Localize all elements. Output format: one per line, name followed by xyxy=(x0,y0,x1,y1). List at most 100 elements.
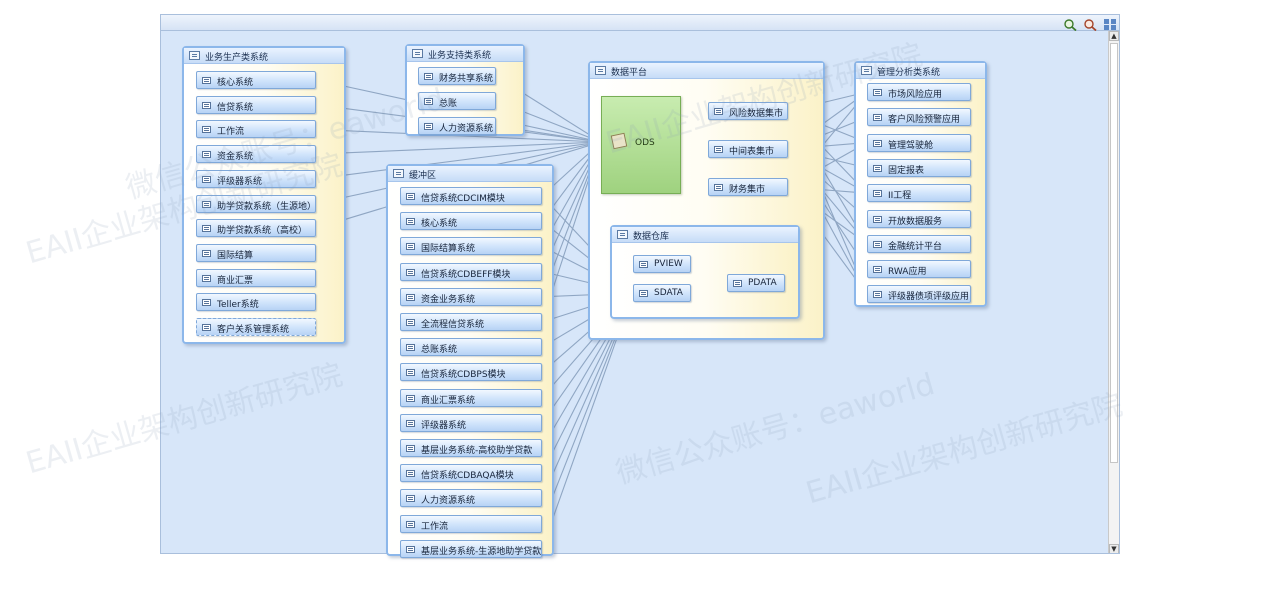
scroll-thumb[interactable] xyxy=(1110,43,1118,463)
production-system-node[interactable]: 信贷系统 xyxy=(196,95,316,114)
system-icon xyxy=(406,419,415,427)
group-folder-icon xyxy=(595,66,606,75)
node-label: 工作流 xyxy=(217,127,245,138)
system-icon xyxy=(406,293,415,301)
support-system-node[interactable]: 总账 xyxy=(418,92,496,110)
buffer-system-node[interactable]: 商业汇票系统 xyxy=(400,388,542,407)
node-label: 助学贷款系统（生源地） xyxy=(217,201,316,212)
buffer-system-node[interactable]: 核心系统 xyxy=(400,212,542,231)
data-mart-node[interactable]: 中间表集市 xyxy=(708,140,788,158)
node-label: 工作流 xyxy=(421,521,449,532)
node-label: II工程 xyxy=(888,191,912,202)
pview-node[interactable]: PVIEW xyxy=(633,255,691,273)
node-label: 市场风险应用 xyxy=(888,90,943,100)
node-label: 信贷系统CDCIM模块 xyxy=(421,194,505,204)
system-icon xyxy=(202,77,211,84)
system-icon xyxy=(873,89,882,96)
system-icon xyxy=(406,193,415,200)
system-icon xyxy=(406,218,415,226)
system-icon xyxy=(714,184,723,191)
system-icon xyxy=(406,445,415,452)
ods-node[interactable]: ODS xyxy=(601,96,681,194)
node-label: 信贷系统CDBEFF模块 xyxy=(421,269,511,280)
vertical-scrollbar[interactable]: ▲ ▼ xyxy=(1108,31,1119,553)
fit-view-icon[interactable] xyxy=(1103,16,1117,30)
data-mart-node[interactable]: 财务集市 xyxy=(708,178,788,196)
node-label: PDATA xyxy=(748,278,777,288)
ods-label: ODS xyxy=(635,138,655,148)
zoom-in-icon[interactable] xyxy=(1063,16,1077,32)
system-icon xyxy=(639,261,648,268)
buffer-system-node[interactable]: 总账系统 xyxy=(400,338,542,357)
system-icon xyxy=(406,243,415,251)
system-icon xyxy=(873,164,882,172)
group-folder-icon xyxy=(189,51,200,60)
analysis-system-node[interactable]: 固定报表 xyxy=(867,158,971,177)
buffer-system-node[interactable]: 信贷系统CDBEFF模块 xyxy=(400,262,542,281)
zoom-out-icon[interactable] xyxy=(1083,16,1097,32)
analysis-system-node[interactable]: 市场风险应用 xyxy=(867,83,971,101)
data-mart-node[interactable]: 风险数据集市 xyxy=(708,102,788,120)
group-title: 业务生产类系统 xyxy=(205,53,269,63)
buffer-system-node[interactable]: 评级器系统 xyxy=(400,413,542,432)
analysis-system-node[interactable]: 客户风险预警应用 xyxy=(867,108,971,127)
system-icon xyxy=(873,240,882,248)
buffer-system-node[interactable]: 工作流 xyxy=(400,514,542,533)
analysis-system-node[interactable]: 管理驾驶舱 xyxy=(867,133,971,152)
production-system-node[interactable]: 助学贷款系统（高校） xyxy=(196,219,316,238)
buffer-system-node[interactable]: 基层业务系统-高校助学贷款 xyxy=(400,439,542,457)
analysis-system-node[interactable]: 金融统计平台 xyxy=(867,234,971,253)
system-icon xyxy=(714,146,723,153)
production-system-node[interactable]: 助学贷款系统（生源地） xyxy=(196,194,316,213)
node-label: 信贷系统 xyxy=(217,102,254,113)
scroll-up-button[interactable]: ▲ xyxy=(1109,31,1119,41)
buffer-system-node[interactable]: 信贷系统CDBAQA模块 xyxy=(400,464,542,483)
node-label: 固定报表 xyxy=(888,165,925,176)
buffer-system-node[interactable]: 国际结算系统 xyxy=(400,237,542,256)
scroll-down-button[interactable]: ▼ xyxy=(1109,544,1119,553)
buffer-system-node[interactable]: 人力资源系统 xyxy=(400,489,542,508)
group-header: 业务支持类系统 xyxy=(407,46,523,62)
production-system-node[interactable]: 工作流 xyxy=(196,120,316,139)
buffer-system-node[interactable]: 信贷系统CDCIM模块 xyxy=(400,187,542,205)
system-icon xyxy=(406,344,415,352)
node-label: 客户风险预警应用 xyxy=(888,115,961,126)
production-system-node[interactable]: 国际结算 xyxy=(196,243,316,262)
buffer-system-node[interactable]: 资金业务系统 xyxy=(400,287,542,306)
system-icon xyxy=(406,369,415,377)
production-system-node[interactable]: Teller系统 xyxy=(196,293,316,312)
analysis-system-node[interactable]: 评级器债项评级应用 xyxy=(867,285,971,304)
diagram-toolbar xyxy=(161,15,1119,32)
pdata-node[interactable]: PDATA xyxy=(727,274,785,292)
production-system-node[interactable]: 评级器系统 xyxy=(196,169,316,188)
production-system-node[interactable]: 商业汇票 xyxy=(196,268,316,287)
buffer-system-node[interactable]: 全流程信贷系统 xyxy=(400,313,542,331)
group-title: 数据平台 xyxy=(611,68,648,78)
group-header: 缓冲区 xyxy=(388,166,552,182)
node-label: PVIEW xyxy=(654,259,683,269)
node-label: SDATA xyxy=(654,288,683,298)
sdata-node[interactable]: SDATA xyxy=(633,284,691,302)
production-system-node[interactable]: 核心系统 xyxy=(196,71,316,89)
support-system-node[interactable]: 人力资源系统 xyxy=(418,117,496,135)
system-icon xyxy=(202,151,211,159)
database-icon xyxy=(610,132,628,150)
buffer-system-node[interactable]: 基层业务系统-生源地助学贷款 xyxy=(400,539,542,558)
node-label: 管理驾驶舱 xyxy=(888,140,934,151)
group-title: 数据仓库 xyxy=(633,232,670,242)
system-icon xyxy=(873,291,882,299)
analysis-system-node[interactable]: 开放数据服务 xyxy=(867,209,971,228)
buffer-system-node[interactable]: 信贷系统CDBPS模块 xyxy=(400,363,542,382)
production-system-node[interactable]: 资金系统 xyxy=(196,145,316,164)
group-title: 缓冲区 xyxy=(409,171,437,181)
system-icon xyxy=(202,324,211,331)
production-system-node[interactable]: 客户关系管理系统 xyxy=(196,318,316,336)
system-icon xyxy=(202,101,211,109)
node-label: 核心系统 xyxy=(421,219,458,230)
support-system-node[interactable]: 财务共享系统 xyxy=(418,67,496,85)
group-header: 管理分析类系统 xyxy=(856,63,985,79)
node-label: 财务集市 xyxy=(729,185,766,195)
system-icon xyxy=(406,470,415,478)
analysis-system-node[interactable]: RWA应用 xyxy=(867,260,971,279)
analysis-system-node[interactable]: II工程 xyxy=(867,184,971,203)
